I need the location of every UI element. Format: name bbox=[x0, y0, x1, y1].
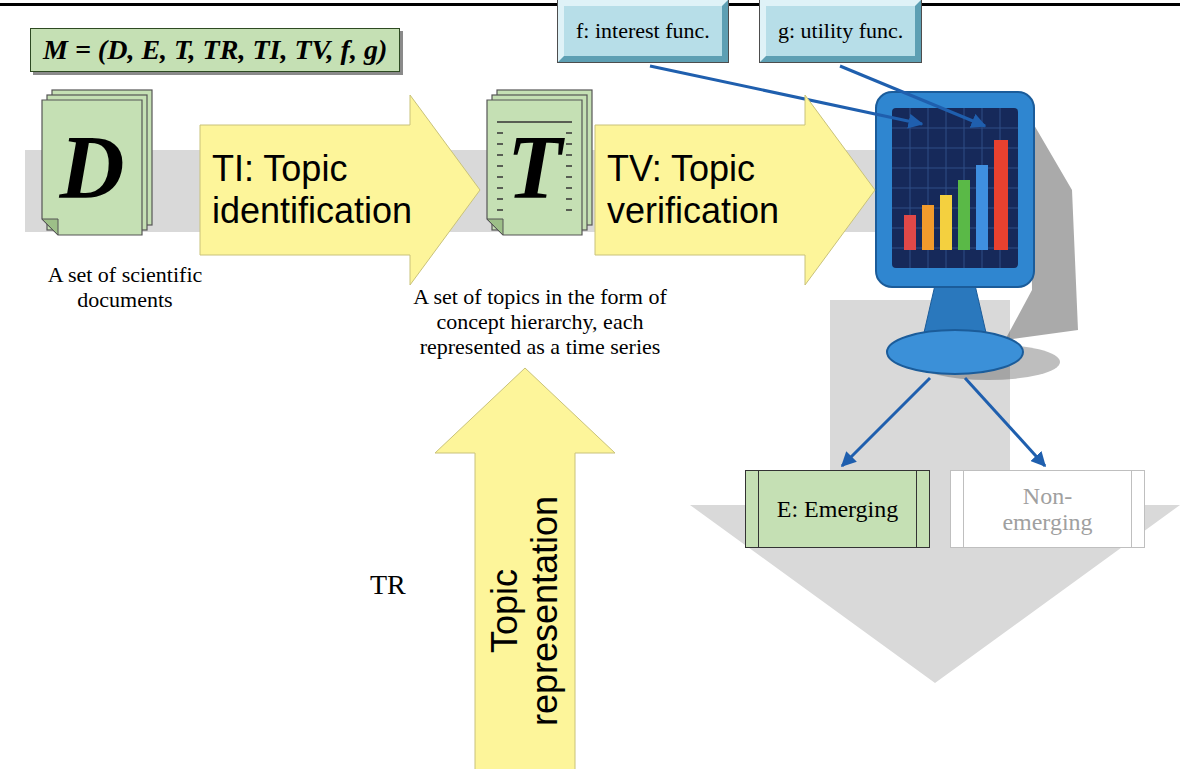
document-icon bbox=[20, 90, 230, 250]
document-stack: D A set of scientific documents bbox=[20, 90, 230, 340]
box-edge-bar bbox=[916, 471, 917, 547]
outcome-arrow bbox=[690, 300, 1180, 683]
monitor-icon bbox=[876, 92, 1078, 380]
caption-text: A set of scientific documents bbox=[20, 262, 230, 312]
identification-arrow: TI: Topic identification bbox=[200, 95, 480, 285]
step-label: Topic representation bbox=[485, 461, 565, 761]
document-letter: T bbox=[503, 123, 566, 213]
interest-function-box: f: interest func. bbox=[558, 0, 728, 62]
step-label: TV: Topic verification bbox=[607, 148, 822, 232]
box-edge-bar bbox=[963, 471, 964, 547]
utility-function-box: g: utility func. bbox=[760, 0, 921, 62]
outcome-label: E: Emerging bbox=[777, 495, 899, 524]
document-letter: D bbox=[60, 123, 125, 213]
emerging-box: E: Emerging bbox=[745, 470, 930, 548]
function-label: f: interest func. bbox=[576, 6, 710, 56]
box-edge-bar bbox=[758, 471, 759, 547]
formula-box: M = (D, E, T, TR, TI, TV, f, g) bbox=[30, 28, 400, 72]
step-label: TI: Topic identification bbox=[212, 148, 427, 232]
caption-text: A set of topics in the form of concept h… bbox=[400, 284, 680, 359]
representation-arrow: TR Topic representation bbox=[370, 368, 620, 769]
arrow-shape bbox=[370, 368, 620, 769]
verification-arrow: TV: Topic verification bbox=[595, 95, 875, 285]
box-edge-bar bbox=[1131, 471, 1132, 547]
step-code: TR bbox=[370, 568, 406, 602]
outcome-label: Non- emerging bbox=[993, 483, 1103, 535]
formula-text: M = (D, E, T, TR, TI, TV, f, g) bbox=[43, 33, 387, 67]
non-emerging-box: Non- emerging bbox=[950, 470, 1145, 548]
function-label: g: utility func. bbox=[778, 6, 903, 56]
